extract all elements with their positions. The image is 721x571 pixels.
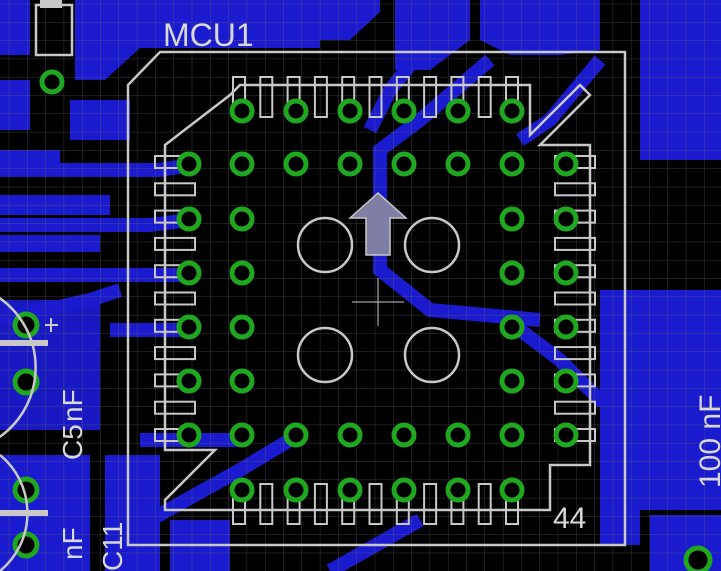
mcu1-footprint[interactable]	[126, 50, 627, 547]
smd-pad[interactable]	[423, 76, 438, 118]
smd-pad[interactable]	[554, 236, 596, 251]
via-pad[interactable]	[553, 314, 579, 340]
via-pad[interactable]	[553, 368, 579, 394]
mounting-hole-br	[403, 326, 461, 384]
via-pad[interactable]	[553, 151, 579, 177]
smd-pad[interactable]	[554, 291, 596, 306]
pin1-orientation-arrow	[348, 191, 408, 256]
via-pad[interactable]	[391, 477, 417, 503]
via-pad[interactable]	[391, 151, 417, 177]
cap-bottom-band	[0, 510, 48, 516]
via-pad[interactable]	[445, 151, 471, 177]
via-pad[interactable]	[229, 477, 255, 503]
via-pad[interactable]	[553, 260, 579, 286]
via-pad[interactable]	[176, 206, 202, 232]
cap-c5-band	[0, 340, 48, 346]
smd-pad[interactable]	[313, 483, 328, 525]
top-left-component-band	[40, 0, 62, 8]
via-pad[interactable]	[499, 151, 525, 177]
via-pad[interactable]	[499, 98, 525, 124]
via-pad[interactable]	[499, 477, 525, 503]
via-pad[interactable]	[176, 422, 202, 448]
via-pad[interactable]	[337, 477, 363, 503]
mcu1-pad-boundary	[163, 83, 592, 512]
smd-pad[interactable]	[154, 291, 196, 306]
smd-pad[interactable]	[154, 346, 196, 361]
cap-c5-outline	[0, 296, 37, 439]
through-hole-pads[interactable]	[12, 69, 713, 571]
via-pad[interactable]	[12, 368, 40, 396]
via-pad[interactable]	[229, 314, 255, 340]
mcu1-center	[296, 191, 461, 384]
via-pad[interactable]	[499, 206, 525, 232]
mcu1-name-label: MCU1	[163, 17, 254, 53]
via-pad[interactable]	[283, 98, 309, 124]
smd-pad[interactable]	[554, 400, 596, 415]
smd-pad[interactable]	[477, 483, 492, 525]
via-pad[interactable]	[337, 98, 363, 124]
via-pad[interactable]	[391, 98, 417, 124]
via-pad[interactable]	[176, 314, 202, 340]
mounting-hole-bl	[296, 326, 354, 384]
via-pad[interactable]	[553, 206, 579, 232]
via-pad[interactable]	[283, 151, 309, 177]
smd-pad[interactable]	[259, 76, 274, 118]
via-pad[interactable]	[499, 422, 525, 448]
via-pad[interactable]	[39, 69, 65, 95]
via-pad[interactable]	[337, 151, 363, 177]
smd-pad[interactable]	[554, 182, 596, 197]
via-pad[interactable]	[499, 260, 525, 286]
cap-c5-label: C5	[57, 424, 88, 460]
smd-pad[interactable]	[554, 346, 596, 361]
via-pad[interactable]	[229, 260, 255, 286]
via-pad[interactable]	[176, 368, 202, 394]
mounting-hole-tl	[296, 216, 354, 274]
via-pad[interactable]	[683, 545, 713, 571]
smd-pad[interactable]	[313, 76, 328, 118]
smd-pad[interactable]	[423, 483, 438, 525]
smd-pad[interactable]	[477, 76, 492, 118]
left-capacitors[interactable]	[0, 0, 74, 571]
via-pad[interactable]	[499, 314, 525, 340]
smd-pad[interactable]	[154, 400, 196, 415]
via-pad[interactable]	[499, 368, 525, 394]
via-pad[interactable]	[445, 98, 471, 124]
via-pad[interactable]	[229, 151, 255, 177]
via-pad[interactable]	[229, 98, 255, 124]
cap-value-label: 100 nF	[694, 395, 721, 488]
via-pad[interactable]	[229, 422, 255, 448]
via-pad[interactable]	[391, 422, 417, 448]
cap-bottom-nf-label: nF	[57, 527, 88, 560]
via-pad[interactable]	[337, 422, 363, 448]
mcu1-body-outline	[126, 50, 627, 547]
smd-pad[interactable]	[154, 182, 196, 197]
smd-pad[interactable]	[368, 76, 383, 118]
via-pad[interactable]	[445, 477, 471, 503]
smd-pad[interactable]	[154, 236, 196, 251]
via-pad[interactable]	[283, 422, 309, 448]
via-pad[interactable]	[12, 531, 40, 559]
cap-bottom-name-label: C11	[97, 522, 128, 571]
via-pad[interactable]	[553, 422, 579, 448]
smd-pad[interactable]	[368, 483, 383, 525]
mounting-hole-tr	[403, 216, 461, 274]
via-pad[interactable]	[229, 206, 255, 232]
mcu1-pin-count-label: 44	[553, 502, 586, 535]
smd-pad[interactable]	[259, 483, 274, 525]
via-pad[interactable]	[176, 151, 202, 177]
via-pad[interactable]	[229, 368, 255, 394]
via-pad[interactable]	[283, 477, 309, 503]
via-pad[interactable]	[445, 422, 471, 448]
via-pad[interactable]	[176, 260, 202, 286]
cap-left-nf-label: nF	[57, 389, 88, 422]
